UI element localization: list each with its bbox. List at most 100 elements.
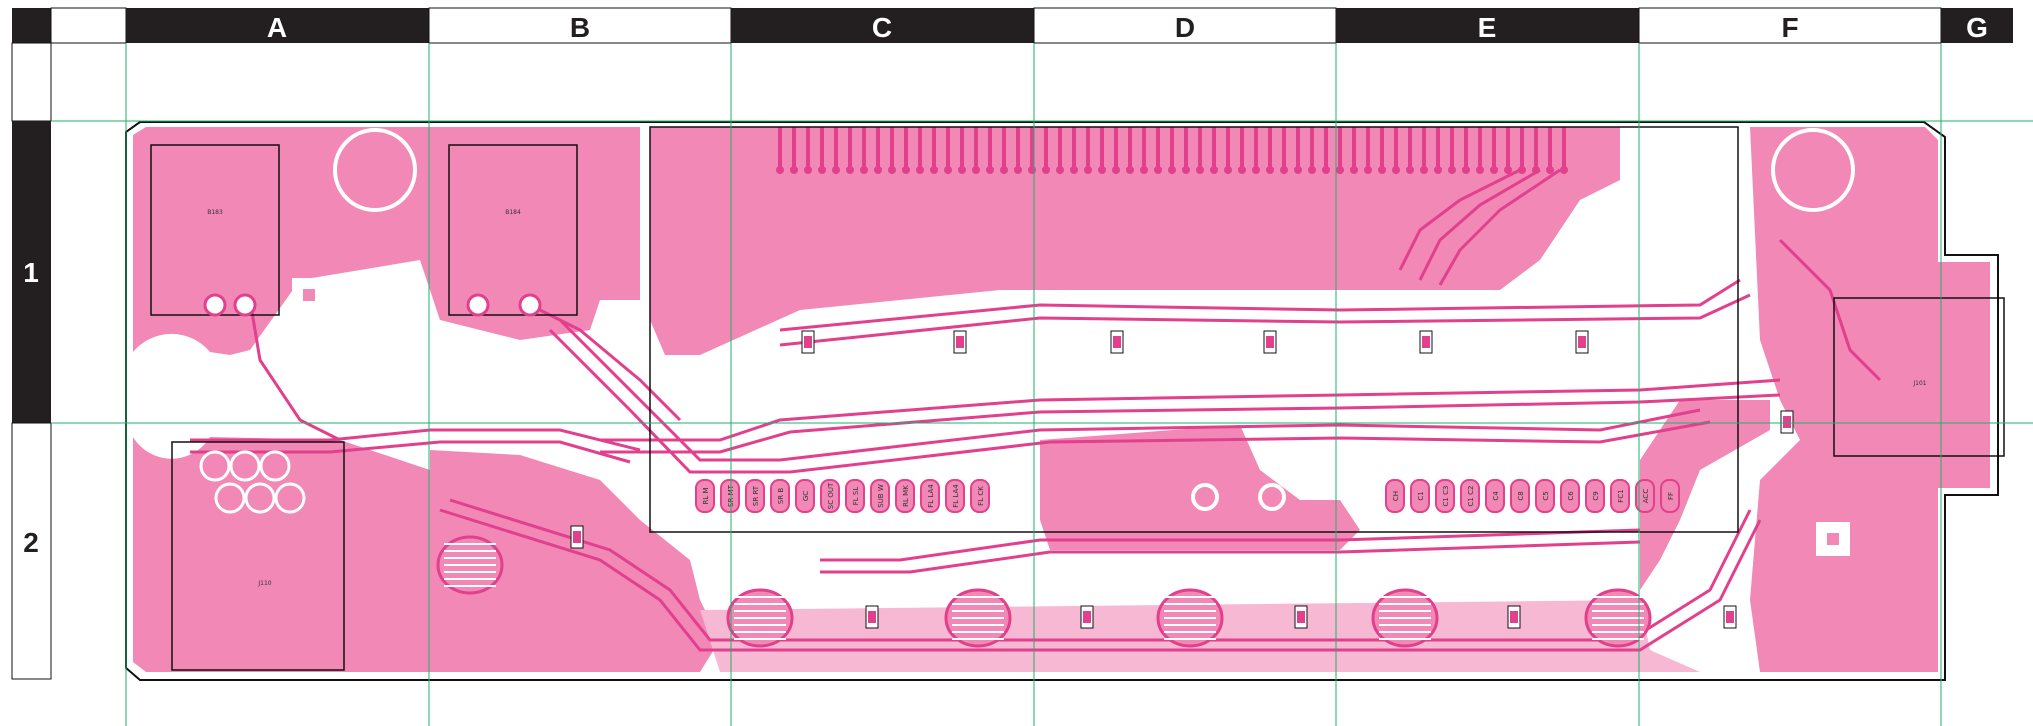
edge-finger [1562,127,1566,167]
edge-connector [776,127,1568,174]
edge-finger [1254,127,1258,167]
row-label-1: 1 [23,257,39,288]
edge-finger-pad [818,166,826,174]
edge-finger-pad [1140,166,1148,174]
edge-finger-pad [1406,166,1414,174]
ic-pin-label: GC [802,491,810,501]
edge-finger-pad [1490,166,1498,174]
edge-finger-pad [1546,166,1554,174]
ic-pin-pad [1460,479,1480,513]
edge-finger [1380,127,1384,167]
ic-pin-label: FL LA4 [927,484,935,508]
edge-finger [1548,127,1552,167]
ic-pin-pad [770,479,790,513]
ic-pin-pad [895,479,915,513]
edge-finger-pad [1084,166,1092,174]
ic-pin: SR RT [745,479,765,513]
edge-finger [1100,127,1104,167]
smd-resistor [1263,330,1277,354]
edge-finger-pad [1042,166,1050,174]
copper-pour-upper-center [650,127,1620,355]
edge-finger-pad [1280,166,1288,174]
edge-finger [1352,127,1356,167]
ic-pin-label: FL SL [852,487,860,506]
col-label-c: C [872,12,892,43]
row-header-2 [11,422,52,680]
edge-connector-fingers [776,127,1568,174]
connector-outline-j110 [171,441,345,671]
edge-finger [1478,127,1482,167]
ic-pin-label: C5 [1542,491,1550,500]
edge-finger [1268,127,1272,167]
jack-outline-b [448,144,578,316]
trace-fan-3 [1438,168,1561,286]
label-connector-j110: J110 [257,580,271,587]
ic-pin-pad [945,479,965,513]
ic-pin-pad [1485,479,1505,513]
edge-finger-pad [1462,166,1470,174]
smd-resistor [1419,330,1433,354]
button-pads [436,535,1652,648]
ic-pin: C5 [1535,479,1555,513]
trace-jack-left [248,299,341,442]
smd-band [1578,336,1586,348]
edge-finger-pad [1196,166,1204,174]
edge-finger [1044,127,1048,167]
ic-pin: FL LA4 [920,479,940,513]
col-header-g [1941,8,2013,43]
hole-d2-left [1191,483,1219,511]
column-header-bar: A B C D E F G [12,7,2013,44]
edge-finger-pad [1070,166,1078,174]
edge-finger [1450,127,1454,167]
row-header-top-light [11,42,52,122]
ic-pin-label: C1 [1417,491,1425,500]
smd-resistor [1575,330,1589,354]
edge-finger [1366,127,1370,167]
edge-finger-pad [804,166,812,174]
smd-resistor [801,330,815,354]
label-jack-b: B184 [505,209,521,216]
header-corner-dark [12,8,51,43]
edge-finger-pad [1000,166,1008,174]
edge-finger [1408,127,1412,167]
edge-finger-pad [1364,166,1372,174]
edge-finger [1156,127,1160,167]
smd-resistor [865,605,879,629]
ic-pin-label: SC OUT [827,482,835,509]
edge-finger-pad [1448,166,1456,174]
edge-finger [876,127,880,167]
ic-pin: C4 [1485,479,1505,513]
copper-pour-upper-left [133,127,640,355]
hole-d2-right [1258,483,1286,511]
col-label-a: A [267,12,287,43]
col-label-f: F [1781,12,1798,43]
smd-resistor [1507,605,1521,629]
ic-pin-label: C9 [1592,491,1600,500]
edge-finger-pad [1154,166,1162,174]
ic-pin-pad [870,479,890,513]
ic-pin-pad [1410,479,1430,513]
smd-band [1297,611,1305,623]
ic-pin-pad [1535,479,1555,513]
ic-pin-label: FC1 [1617,489,1625,502]
ic-pin: FF [1660,479,1680,513]
pcb-traces [190,168,1882,652]
ic-pin-label: SR B [777,488,785,505]
ic-pin-label: C1 C2 [1467,486,1475,507]
edge-finger [1198,127,1202,167]
ic-pin-pad [845,479,865,513]
edge-finger [1030,127,1034,167]
ic-pin-pad [1585,479,1605,513]
trace-lower-1 [439,508,1762,652]
trace-lower-3 [820,528,1641,562]
ic-pin: FL LA4 [945,479,965,513]
row-header-1 [12,121,51,423]
edge-finger-pad [916,166,924,174]
edge-finger-pad [790,166,798,174]
edge-finger [820,127,824,167]
trace-bus-7 [190,428,641,452]
edge-finger [988,127,992,167]
edge-finger [1422,127,1426,167]
